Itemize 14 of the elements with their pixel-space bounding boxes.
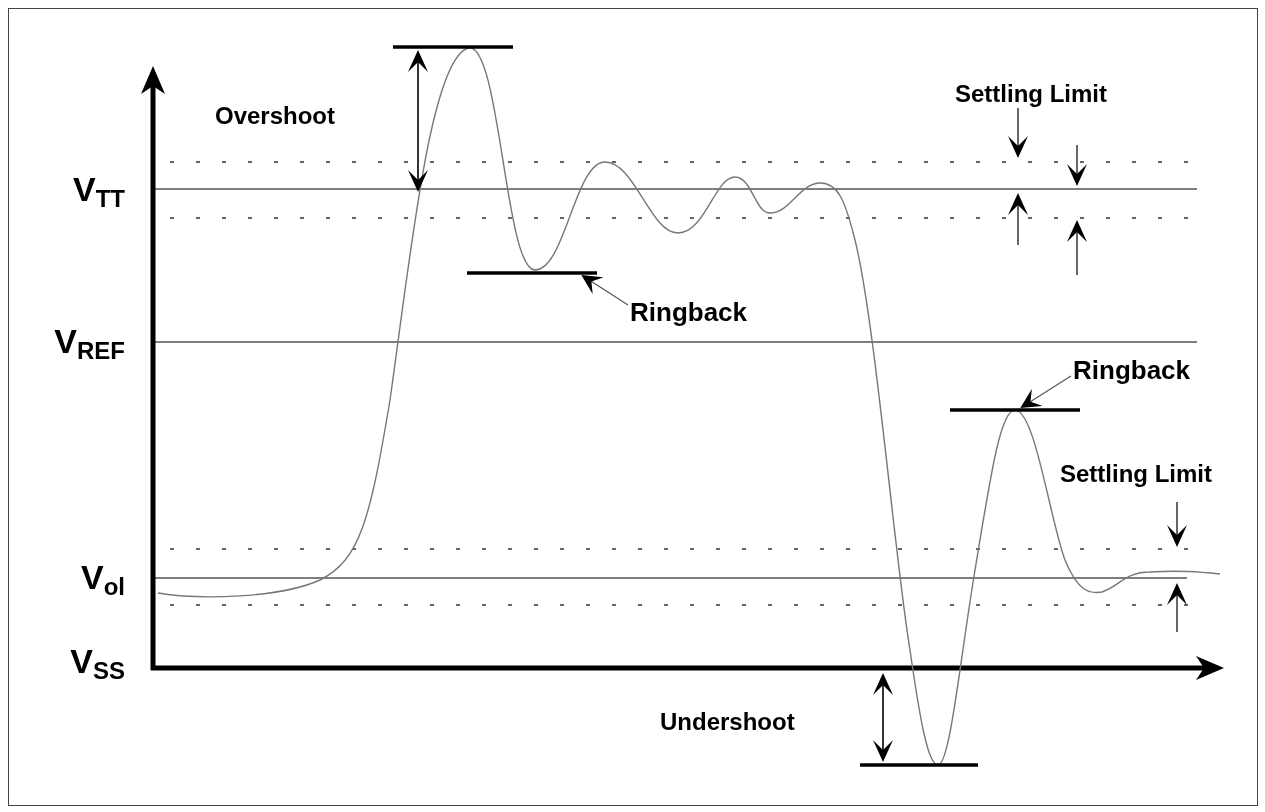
callout-label: Ringback	[1073, 352, 1191, 388]
leader-arrow	[1020, 375, 1072, 409]
voltage-label: V$_{TT}$	[72, 170, 125, 208]
annotation-label: Undershoot	[660, 707, 796, 737]
level-bar	[467, 271, 597, 275]
leader-arrow	[581, 274, 629, 306]
voltage-label: V$_{SS}$	[69, 642, 125, 680]
annotation-label: Overshoot	[215, 101, 337, 131]
callout-label: Ringback	[630, 294, 748, 330]
annotation-label: Settling Limit	[1060, 459, 1213, 489]
voltage-label: V$_{ol}$	[80, 558, 125, 596]
annotation-label: Settling Limit	[955, 79, 1108, 109]
level-bar	[950, 408, 1080, 412]
voltage-label: V$_{REF}$	[53, 322, 125, 360]
